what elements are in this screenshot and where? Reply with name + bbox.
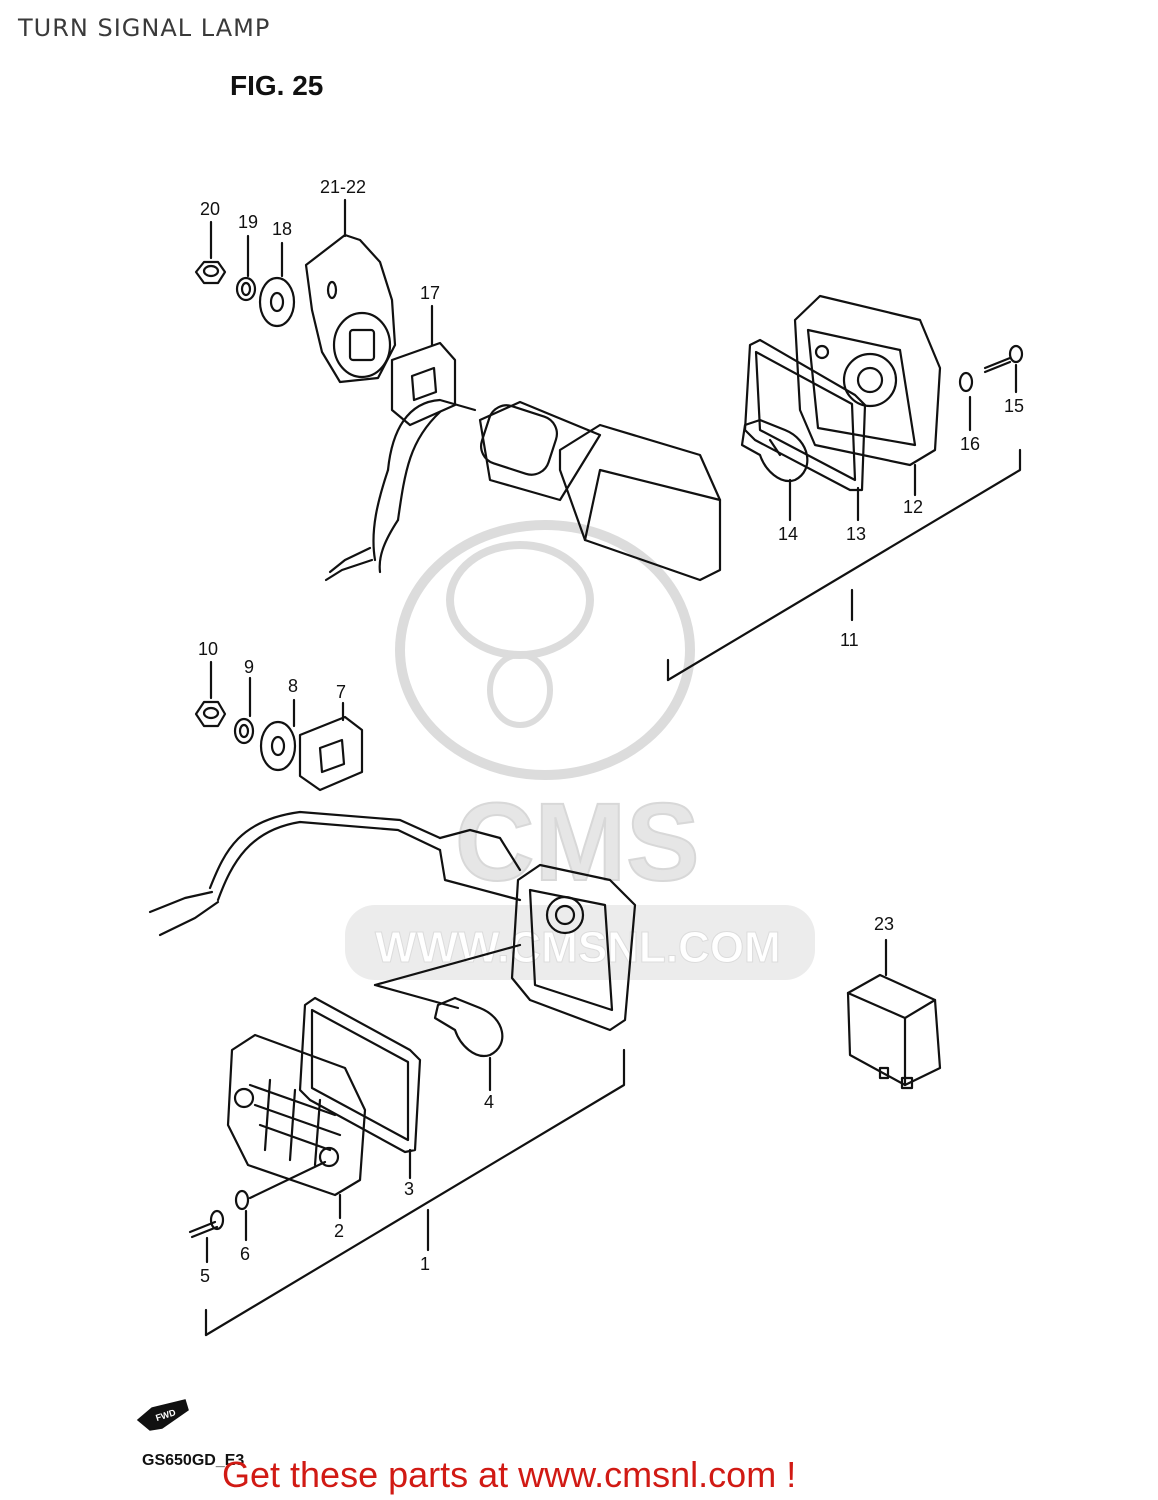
part-4-bulb-lower <box>373 943 522 1092</box>
part-5-screw <box>188 1209 225 1264</box>
watermark-brand: CMS <box>455 781 699 904</box>
callout-1: 1 <box>420 1254 430 1274</box>
page-title: TURN SIGNAL LAMP <box>18 14 271 42</box>
callout-labels: 20 19 18 21-22 17 15 16 12 13 14 11 10 9… <box>198 177 1024 1286</box>
callout-9: 9 <box>244 657 254 677</box>
bracket-line-1-main <box>204 1048 626 1337</box>
part-15-screw <box>983 344 1024 394</box>
part-23-relay <box>846 938 942 1090</box>
callout-21-22: 21-22 <box>320 177 366 197</box>
part-13-gasket-upper <box>743 338 867 522</box>
part-1-turn-signal-housing-lower <box>148 810 637 1032</box>
callout-6: 6 <box>240 1244 250 1264</box>
watermark-url: WWW.CMSNL.COM <box>375 923 781 972</box>
model-code: GS650GD_E3 <box>142 1452 245 1469</box>
fwd-arrow-icon: FWD <box>136 1399 189 1431</box>
part-14-bulb-upper <box>740 418 809 522</box>
callout-12: 12 <box>903 497 923 517</box>
callout-13: 13 <box>846 524 866 544</box>
part-9-lock-washer <box>233 676 255 745</box>
part-3-gasket-lower <box>298 996 422 1180</box>
callout-19: 19 <box>238 212 258 232</box>
callout-20: 20 <box>200 199 220 219</box>
part-18-washer <box>258 241 296 328</box>
part-2-lens-lower <box>226 1033 367 1220</box>
callout-8: 8 <box>288 676 298 696</box>
callout-17: 17 <box>420 283 440 303</box>
figure-title: FIG. 25 <box>230 70 324 101</box>
callout-5: 5 <box>200 1266 210 1286</box>
callout-11: 11 <box>840 630 859 650</box>
bracket-line-11-main <box>666 448 1022 682</box>
part-11-turn-signal-housing-upper <box>324 398 722 582</box>
part-20-nut <box>194 220 227 285</box>
part-17-grommet <box>390 304 457 427</box>
part-19-lock-washer <box>235 234 257 302</box>
part-16-washer <box>958 371 974 432</box>
callout-16: 16 <box>960 434 980 454</box>
cms-watermark: CMS WWW.CMSNL.COM <box>345 520 815 980</box>
part-10-nut <box>194 660 227 728</box>
part-8-washer <box>259 698 297 772</box>
footer-cta-link[interactable]: Get these parts at www.cmsnl.com ! <box>222 1454 797 1495</box>
callout-2: 2 <box>334 1221 344 1241</box>
part-12-lens-upper <box>793 294 942 497</box>
part-21-22-bracket <box>304 198 397 384</box>
callout-3: 3 <box>404 1179 414 1199</box>
callout-10: 10 <box>198 639 218 659</box>
part-7-grommet <box>298 701 364 792</box>
callout-15: 15 <box>1004 396 1024 416</box>
callout-18: 18 <box>272 219 292 239</box>
part-6-washer <box>234 1160 327 1242</box>
callout-4: 4 <box>484 1092 494 1112</box>
callout-14: 14 <box>778 524 798 544</box>
callout-23: 23 <box>874 914 894 934</box>
callout-7: 7 <box>336 682 346 702</box>
